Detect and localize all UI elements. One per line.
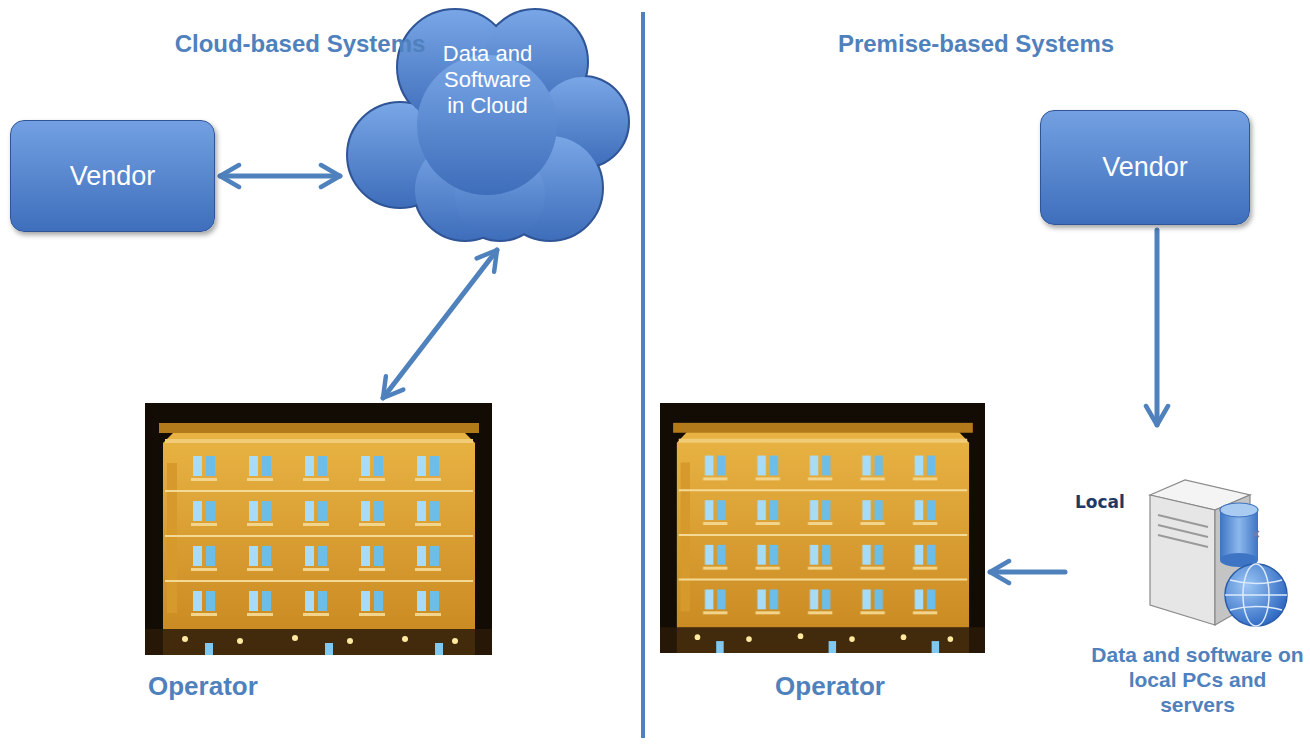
operator-caption: Operator: [148, 671, 398, 702]
server-caption: Data and software on local PCs and serve…: [1090, 642, 1305, 718]
hotel-picture: Operator: [145, 403, 492, 704]
cloud-text: Data and Software in Cloud: [435, 41, 540, 119]
server-icon: LocalData and software on local PCs and …: [1070, 430, 1305, 740]
vendor-box: Vendor: [1040, 110, 1250, 225]
hotel-picture-art: [145, 403, 492, 655]
vendor-text: Vendor: [62, 161, 164, 192]
divider-line: [641, 12, 645, 738]
hotel-picture-art: [660, 403, 985, 653]
vendor-box: Vendor: [10, 120, 215, 232]
hotel-picture: Operator: [660, 403, 985, 704]
server-icon-art: [1120, 465, 1290, 630]
flow-arrow: [990, 570, 1065, 575]
flow-arrow: [383, 250, 497, 398]
section-heading: Cloud-based Systems: [100, 30, 500, 58]
flow-arrow: [220, 174, 340, 179]
local-tag: Local: [1075, 492, 1135, 512]
flow-arrow: [1155, 230, 1160, 425]
vendor-text: Vendor: [1094, 152, 1196, 183]
section-heading: Premise-based Systems: [776, 30, 1176, 58]
operator-caption: Operator: [755, 671, 905, 702]
